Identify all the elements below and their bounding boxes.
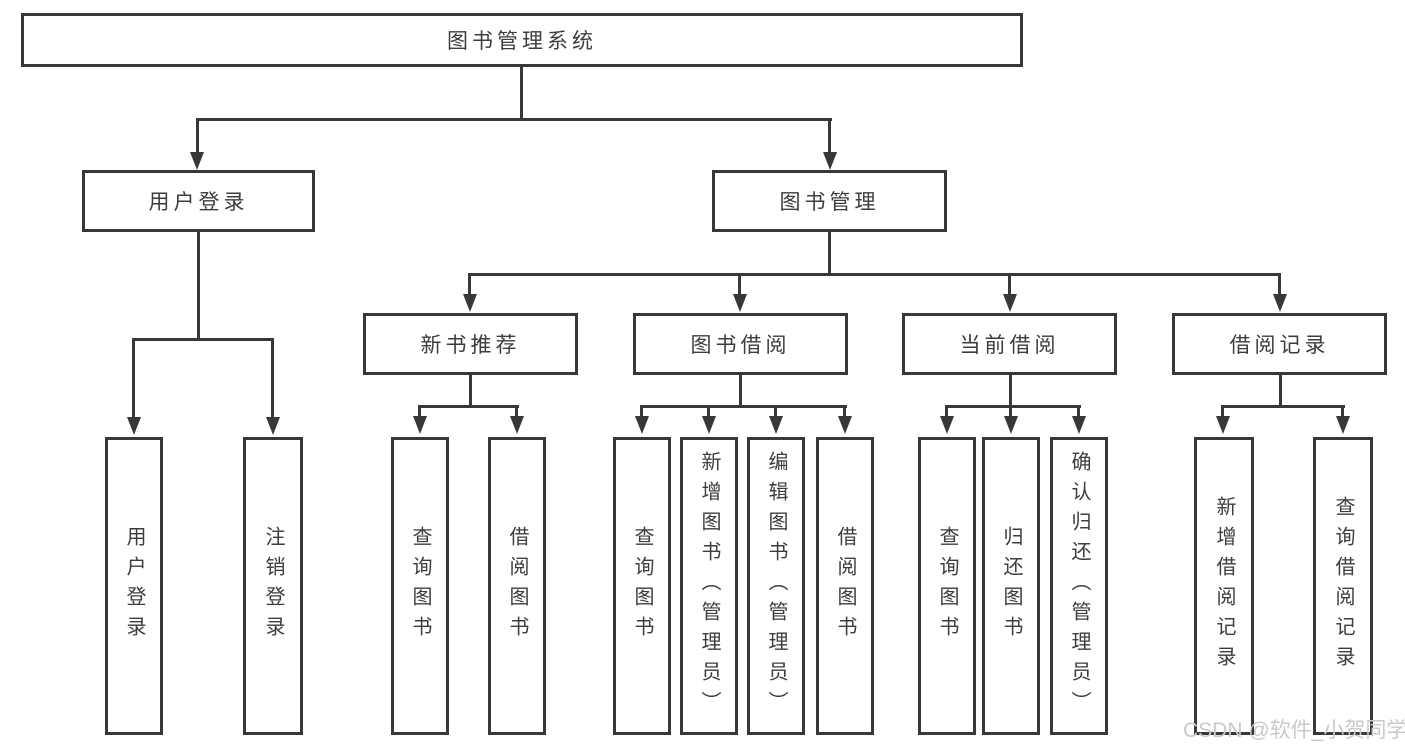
connector-leaf-drop [1221, 405, 1224, 420]
arrowhead-leaf-edit-books [769, 416, 783, 434]
connector-leaf-drop [774, 405, 777, 420]
leaf-label: 借阅图书 [506, 526, 528, 646]
leaf-return-books: 归还图书 [982, 437, 1040, 735]
arrowhead-leaf-login [127, 417, 141, 435]
leaf-edit-books-admin: 编辑图书（管理员） [747, 437, 805, 735]
arrowhead-new-books [463, 294, 477, 312]
leaf-label: 新增图书（管理员） [698, 451, 720, 721]
leaf-add-borrow-record: 新增借阅记录 [1194, 437, 1254, 735]
connector-records-trunk [1279, 375, 1282, 408]
leaf-confirm-return-admin: 确认归还（管理员） [1050, 437, 1108, 735]
arrowhead-current [1003, 294, 1017, 312]
leaf-label: 查询图书 [936, 526, 958, 646]
csdn-watermark: CSDN @软件_小贺同学 [1183, 719, 1405, 742]
leaf-query-books-3: 查询图书 [918, 437, 976, 735]
connector-user-login-trunk [197, 232, 200, 338]
connector-new-books-drop [468, 273, 471, 296]
arrowhead-leaf-add-books [702, 416, 716, 434]
leaf-query-borrow-record: 查询借阅记录 [1313, 437, 1373, 735]
leaf-label: 编辑图书（管理员） [765, 451, 787, 721]
arrowhead-borrowing [733, 294, 747, 312]
leaf-label: 用户登录 [123, 526, 145, 646]
connector-book-mgmt-drop [828, 118, 831, 154]
leaf-label: 注销登录 [262, 526, 284, 646]
connector-leaf-drop [515, 405, 518, 420]
arrowhead-leaf-query-books-3 [940, 416, 954, 434]
connector-leaf-drop [1077, 405, 1080, 420]
connector-root-trunk [520, 67, 523, 121]
arrowhead-book-mgmt [823, 152, 837, 170]
leaf-label: 查询图书 [631, 526, 653, 646]
connector-leaf-drop [843, 405, 846, 420]
arrowhead-leaf-borrow-books-1 [510, 416, 524, 434]
arrowhead-leaf-return-books [1004, 416, 1018, 434]
arrowhead-user-login [190, 152, 204, 170]
connector-current-drop [1008, 273, 1011, 296]
node-book-management: 图书管理 [712, 170, 947, 232]
connector-records-rail [1221, 405, 1345, 408]
arrowhead-leaf-add-record [1216, 416, 1230, 434]
connector-leaf-drop [1009, 405, 1012, 420]
connector-borrowing-trunk [739, 375, 742, 408]
connector-leaf-login-drop [132, 338, 135, 419]
arrowhead-records [1273, 294, 1287, 312]
node-borrow-records: 借阅记录 [1172, 313, 1387, 375]
node-new-book-recommend: 新书推荐 [363, 313, 578, 375]
node-book-borrowing: 图书借阅 [633, 313, 848, 375]
leaf-query-books-1: 查询图书 [391, 437, 449, 735]
arrowhead-leaf-query-books-2 [635, 416, 649, 434]
connector-leaf-drop [707, 405, 710, 420]
leaf-label: 借阅图书 [834, 526, 856, 646]
connector-leaf-drop [945, 405, 948, 420]
connector-new-books-rail [418, 405, 519, 408]
leaf-label: 确认归还（管理员） [1068, 451, 1090, 721]
leaf-label: 新增借阅记录 [1213, 496, 1235, 676]
connector-borrowing-rail [640, 405, 847, 408]
arrowhead-leaf-borrow-books-2 [838, 416, 852, 434]
leaf-query-books-2: 查询图书 [613, 437, 671, 735]
connector-level2-rail [196, 118, 832, 121]
leaf-label: 归还图书 [1000, 526, 1022, 646]
connector-borrowing-drop [738, 273, 741, 296]
connector-new-books-trunk [469, 375, 472, 408]
connector-level3-rail [468, 273, 1281, 276]
arrowhead-leaf-logout [266, 417, 280, 435]
connector-leaf-drop [640, 405, 643, 420]
leaf-label: 查询借阅记录 [1332, 496, 1354, 676]
leaf-logout: 注销登录 [243, 437, 303, 735]
leaf-user-login: 用户登录 [105, 437, 163, 735]
arrowhead-leaf-confirm-return [1072, 416, 1086, 434]
connector-records-drop [1278, 273, 1281, 296]
connector-leaf-drop [418, 405, 421, 420]
connector-book-mgmt-trunk [828, 232, 831, 276]
connector-user-login-drop [196, 118, 199, 154]
leaf-label: 查询图书 [409, 526, 431, 646]
connector-leaf-logout-drop [271, 338, 274, 419]
arrowhead-leaf-query-books-1 [413, 416, 427, 434]
arrowhead-leaf-query-record [1336, 416, 1350, 434]
connector-current-rail [945, 405, 1081, 408]
connector-user-login-rail [132, 338, 274, 341]
connector-current-trunk [1009, 375, 1012, 408]
leaf-borrow-books-1: 借阅图书 [488, 437, 546, 735]
node-root-library-system: 图书管理系统 [21, 13, 1023, 67]
node-user-login: 用户登录 [82, 170, 315, 232]
node-current-borrowing: 当前借阅 [902, 313, 1117, 375]
leaf-add-books-admin: 新增图书（管理员） [680, 437, 738, 735]
connector-leaf-drop [1341, 405, 1344, 420]
leaf-borrow-books-2: 借阅图书 [816, 437, 874, 735]
